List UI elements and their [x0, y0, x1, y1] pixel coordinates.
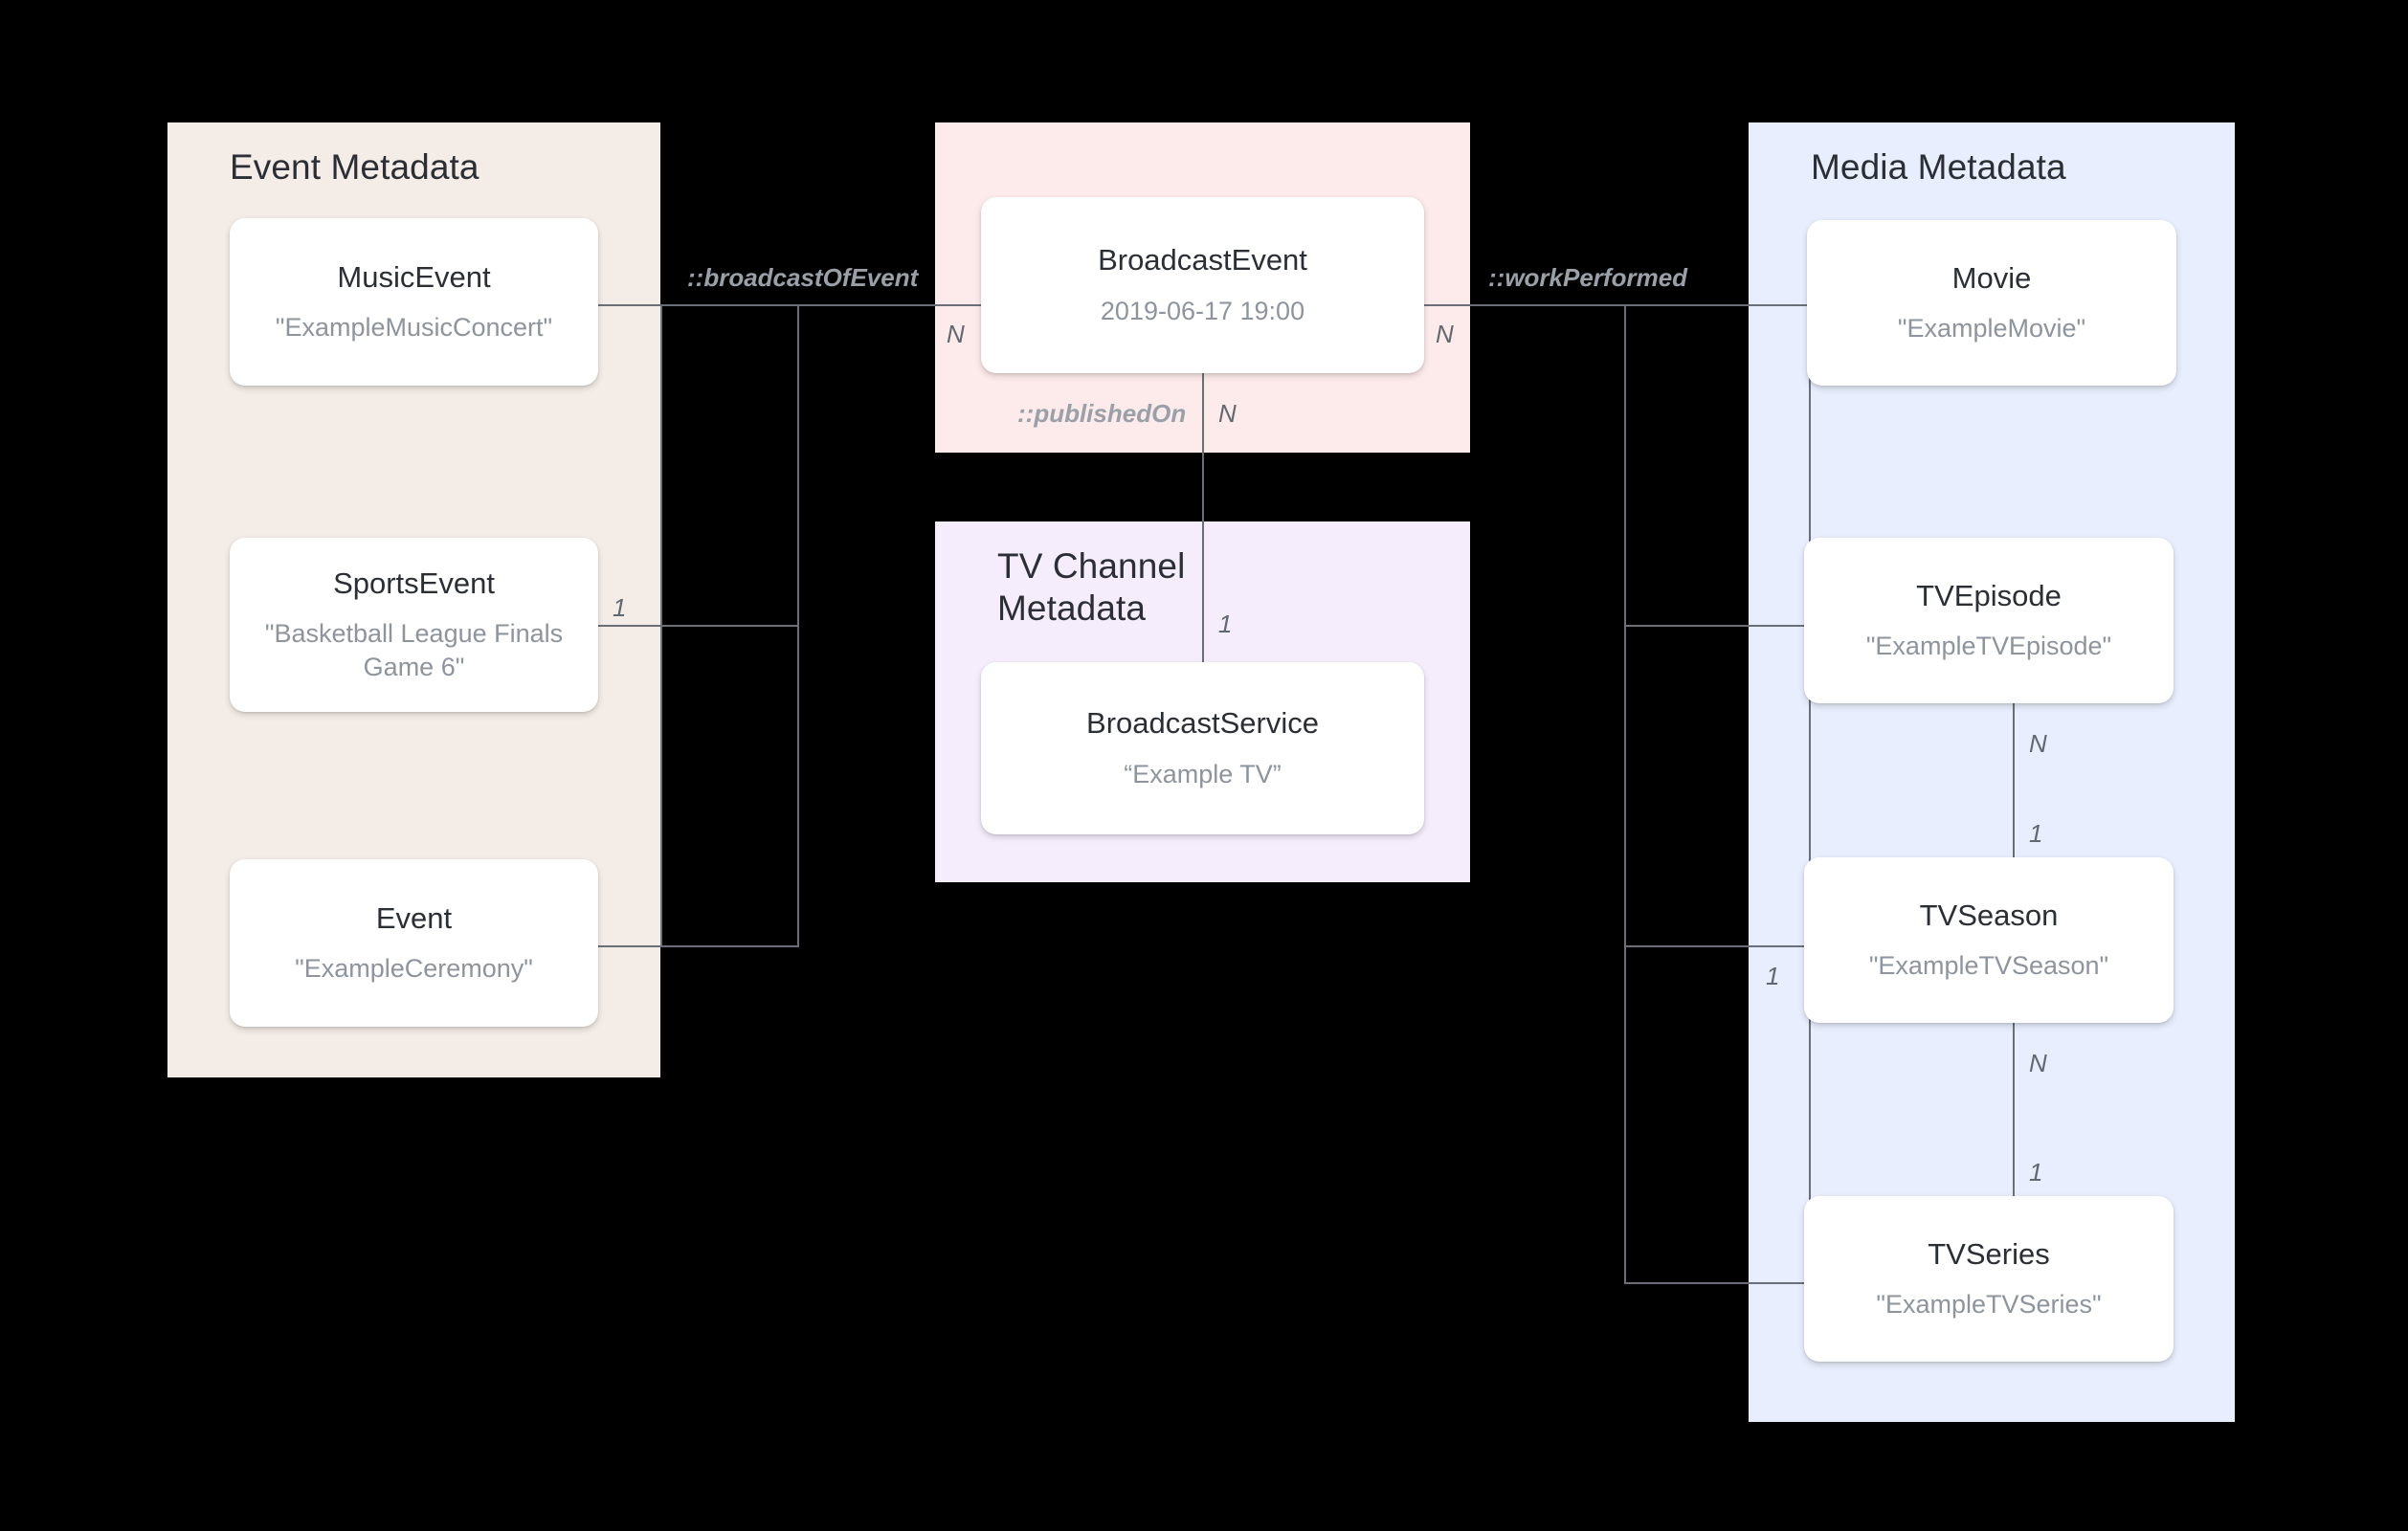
group-title-event-metadata: Event Metadata [230, 147, 479, 187]
multiplicity-tvseason-n: N [2029, 1049, 2047, 1077]
relation-label-published-on: ::publishedOn [1017, 399, 1187, 428]
group-title-tv-channel-metadata: TV Channel Metadata [997, 546, 1186, 628]
entity-value-event: "ExampleCeremony" [295, 954, 533, 984]
entity-value-tvepisode: "ExampleTVEpisode" [1865, 632, 2112, 661]
entity-value-tvseason: "ExampleTVSeason" [1868, 951, 2109, 981]
multiplicity-tvepisode-n: N [2029, 729, 2047, 758]
connector-publishedon [1202, 373, 1204, 662]
multiplicity-sportsevent-1: 1 [613, 593, 627, 622]
entity-type-broadcastservice: BroadcastService [1086, 706, 1319, 741]
entity-value-tvseries: "ExampleTVSeries" [1876, 1290, 2102, 1320]
connector-to-broadcastevent-left [797, 304, 983, 306]
connector-left-mid-run [660, 625, 799, 627]
group-title-media-metadata: Media Metadata [1811, 147, 2066, 187]
relation-label-work-performed: ::workPerformed [1488, 263, 1688, 292]
connector-left-bottom-run [660, 945, 799, 947]
entity-value-musicevent: "ExampleMusicConcert" [275, 313, 553, 343]
entity-card-broadcastservice[interactable]: BroadcastService “Example TV” [981, 662, 1424, 834]
multiplicity-publishedon-n: N [1218, 399, 1237, 428]
entity-type-musicevent: MusicEvent [337, 259, 491, 294]
entity-type-tvepisode: TVEpisode [1916, 578, 2062, 612]
entity-type-movie: Movie [1951, 260, 2032, 295]
entity-card-sportsevent[interactable]: SportsEvent "Basketball League Finals Ga… [230, 538, 598, 712]
connector-season-series [2013, 1023, 2015, 1196]
multiplicity-tvseason-1-vertical: 1 [2029, 819, 2043, 848]
entity-card-broadcastevent[interactable]: BroadcastEvent 2019-06-17 19:00 [981, 197, 1424, 373]
connector-sportsevent-stub [598, 625, 662, 627]
multiplicity-broadcastevent-right-n: N [1436, 320, 1454, 348]
connector-right-top-run [1624, 304, 1809, 306]
entity-card-tvseason[interactable]: TVSeason "ExampleTVSeason" [1804, 857, 2174, 1023]
entity-type-tvseason: TVSeason [1919, 898, 2059, 932]
connector-broadcastevent-right-stub [1424, 304, 1624, 306]
connector-left-top-run [660, 304, 799, 306]
connector-right-bus-inner [1809, 304, 1811, 1284]
entity-card-musicevent[interactable]: MusicEvent "ExampleMusicConcert" [230, 218, 598, 386]
entity-value-sportsevent: "Basketball League Finals Game 6" [264, 619, 564, 682]
multiplicity-tvseason-1-left: 1 [1766, 962, 1780, 990]
entity-type-broadcastevent: BroadcastEvent [1098, 243, 1307, 277]
connector-right-bottom-run [1624, 1282, 1809, 1284]
entity-card-tvepisode[interactable]: TVEpisode "ExampleTVEpisode" [1804, 538, 2174, 703]
multiplicity-tvseries-1: 1 [2029, 1158, 2043, 1187]
entity-type-event: Event [375, 900, 453, 935]
entity-type-tvseries: TVSeries [1928, 1236, 2050, 1271]
connector-right-bus-outer [1624, 304, 1626, 1284]
relation-label-broadcast-of-event: ::broadcastOfEvent [687, 263, 919, 292]
connector-left-bus-inner [797, 304, 799, 947]
connector-episode-season [2013, 703, 2015, 857]
connector-musicevent-stub [598, 304, 662, 306]
connector-event-stub [598, 945, 662, 947]
entity-value-movie: "ExampleMovie" [1897, 314, 2086, 344]
multiplicity-broadcastevent-left-n: N [947, 320, 965, 348]
entity-value-broadcastservice: “Example TV” [1124, 759, 1282, 788]
multiplicity-broadcastservice-1: 1 [1218, 610, 1233, 638]
entity-card-movie[interactable]: Movie "ExampleMovie" [1807, 220, 2176, 386]
entity-card-event[interactable]: Event "ExampleCeremony" [230, 859, 598, 1027]
entity-value-broadcastevent: 2019-06-17 19:00 [1100, 296, 1305, 325]
connector-right-season-run [1624, 945, 1809, 947]
entity-type-sportsevent: SportsEvent [333, 566, 495, 600]
connector-right-mid-run [1624, 625, 1809, 627]
entity-card-tvseries[interactable]: TVSeries "ExampleTVSeries" [1804, 1196, 2174, 1362]
